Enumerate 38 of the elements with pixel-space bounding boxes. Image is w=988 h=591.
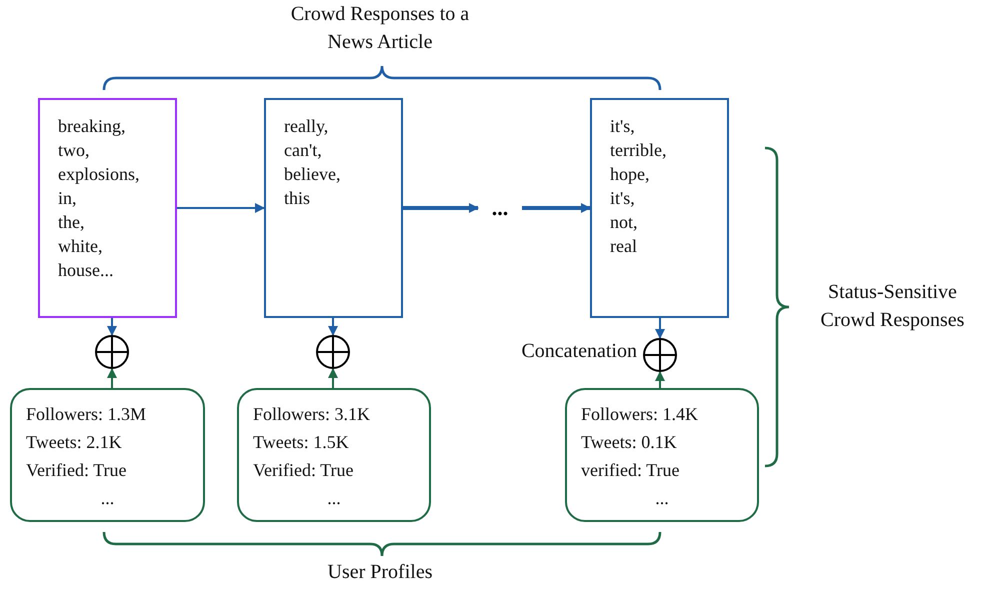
- profile-attribute: Tweets: 0.1K: [581, 431, 678, 454]
- response-words: it's, terrible, hope, it's, not, real: [610, 115, 668, 258]
- profile-attribute: Followers: 1.3M: [26, 403, 148, 426]
- profile-attribute: Verified: True: [26, 459, 128, 482]
- arrow: [328, 368, 338, 388]
- arrow: [107, 368, 117, 388]
- arrow: [328, 318, 338, 336]
- arrow: [403, 203, 479, 213]
- user-profile-card: [10, 388, 205, 522]
- arrow: [522, 203, 591, 213]
- user-profile-card: [565, 388, 759, 522]
- response-text-box: [264, 98, 403, 318]
- node-caption: Concatenation: [521, 340, 637, 363]
- profile-attribute: ...: [654, 487, 670, 510]
- response-words: really, can't, believe, this: [284, 115, 342, 210]
- profile-attribute: Tweets: 2.1K: [26, 431, 123, 454]
- profile-attribute: verified: True: [581, 459, 680, 482]
- profile-attribute: Followers: 3.1K: [253, 403, 371, 426]
- arrow: [655, 318, 665, 339]
- profile-attribute: Followers: 1.4K: [581, 403, 699, 426]
- ellipsis-text: ...: [478, 193, 522, 223]
- group-label: Status-Sensitive Crowd Responses: [820, 280, 966, 333]
- concatenation-symbol: [95, 335, 129, 369]
- profile-attribute: ...: [100, 487, 116, 510]
- profile-attribute: Verified: True: [253, 459, 354, 482]
- concatenation-symbol: [643, 338, 677, 372]
- group-label: User Profiles: [326, 560, 434, 585]
- response-words: breaking, two, explosions, in, the, white, house...: [58, 115, 141, 282]
- arrow: [655, 371, 665, 388]
- group-label: Crowd Responses to a News Article: [290, 2, 470, 55]
- arrow: [177, 203, 265, 213]
- concatenation-symbol: [316, 335, 350, 369]
- profile-attribute: Tweets: 1.5K: [253, 431, 350, 454]
- profile-attribute: ...: [326, 487, 342, 510]
- user-profile-card: [237, 388, 431, 522]
- arrow: [107, 318, 117, 336]
- response-text-box: [38, 98, 177, 318]
- response-text-box: [590, 98, 729, 318]
